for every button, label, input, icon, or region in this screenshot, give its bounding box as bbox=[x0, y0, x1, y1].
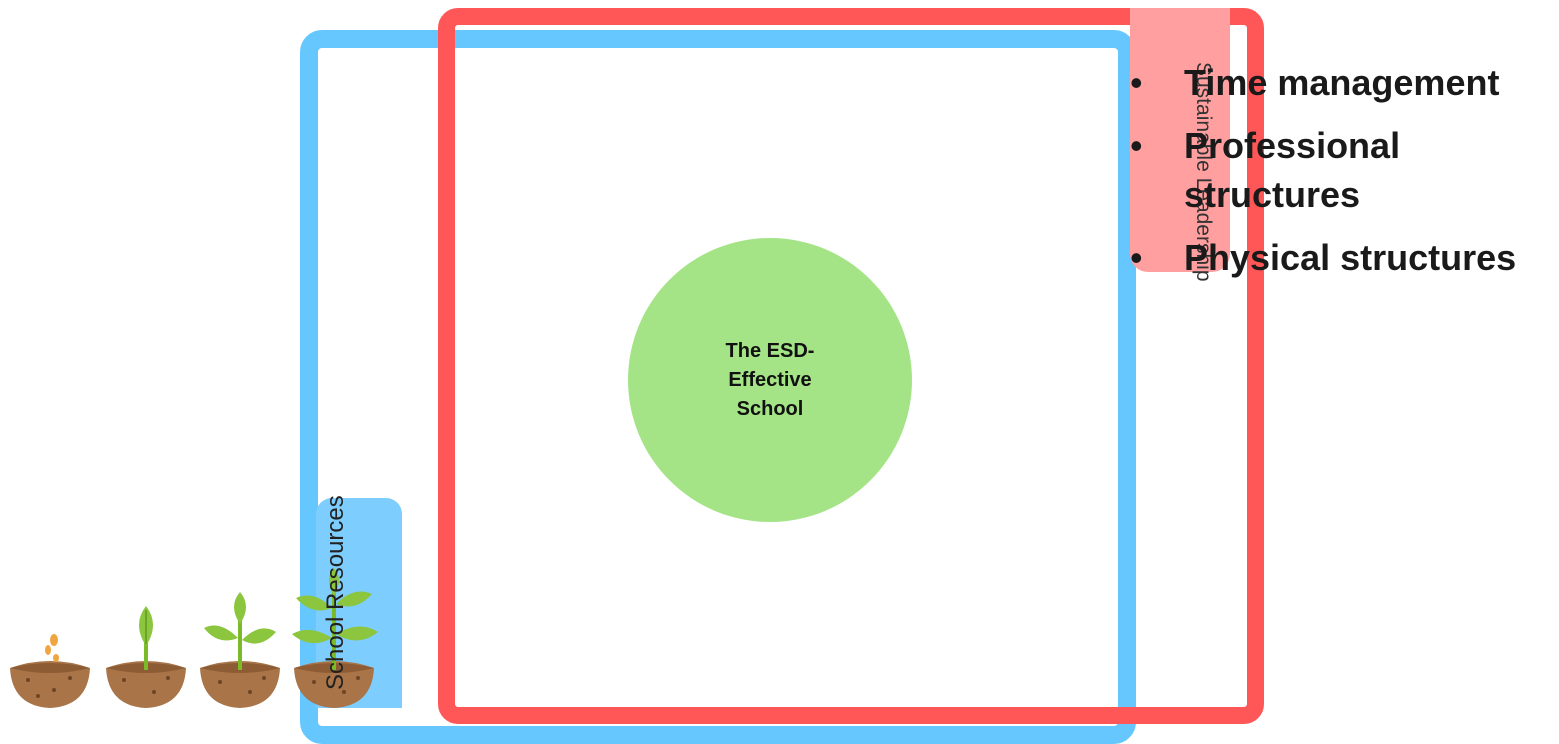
seedling-pot-icon bbox=[200, 592, 280, 708]
bullet-item: •Professional structures bbox=[1130, 125, 1401, 215]
bullet-item: •Physical structures bbox=[1130, 237, 1517, 278]
seed-pot-icon bbox=[10, 634, 90, 708]
bullet-text: Professional structures bbox=[1184, 125, 1401, 215]
school-resources-label: School Resources bbox=[322, 495, 349, 690]
center-label: The ESD- Effective School bbox=[725, 339, 815, 420]
esd-effective-school-circle: The ESD- Effective School bbox=[628, 238, 912, 522]
sustainable-leadership-tab bbox=[1130, 8, 1230, 272]
bullet-item: •Time management bbox=[1130, 62, 1500, 103]
sprout-pot-icon bbox=[106, 606, 186, 708]
young-plant-pot-icon bbox=[292, 568, 378, 708]
sustainable-leadership-frame bbox=[438, 8, 1264, 724]
bullet-text: Physical structures bbox=[1184, 237, 1517, 278]
bullet-text: Time management bbox=[1184, 62, 1500, 103]
bullet-list: •Time management •Professional structure… bbox=[1118, 58, 1559, 296]
